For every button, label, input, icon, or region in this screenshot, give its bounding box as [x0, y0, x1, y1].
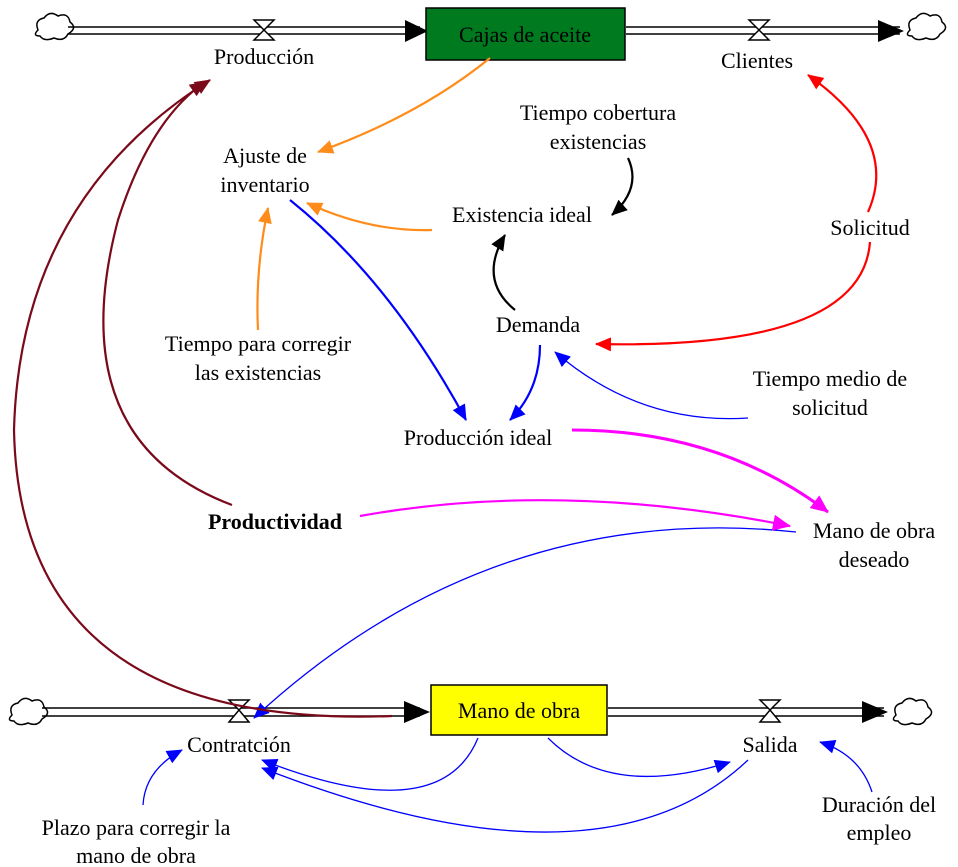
var-coverage-time-line2: existencias — [550, 129, 647, 154]
link-productivity-to-desired-workforce — [359, 499, 791, 531]
flow-clients-label: Clientes — [721, 48, 793, 73]
var-avg-order-time-line1: Tiempo medio de — [753, 366, 907, 391]
flow-exits-label: Salida — [743, 732, 798, 757]
link-workforce-to-hiring — [261, 737, 479, 791]
var-employment-duration-line1: Duración del — [822, 792, 936, 817]
var-avg-order-time-line2: solicitud — [792, 395, 868, 420]
var-desired-workforce-line2: deseado — [839, 547, 910, 572]
var-ideal-production: Producción ideal — [404, 425, 552, 450]
link-adjustment-to-ideal-production — [289, 199, 467, 421]
var-workforce-correction-time-line1: Plazo para corregir la — [42, 815, 231, 840]
bottom-flow-pipe — [8, 697, 933, 726]
link-coverage-time-to-ideal-stock — [611, 157, 634, 216]
link-workforce-to-exits — [547, 737, 731, 778]
var-coverage-time-line1: Tiempo cobertura — [520, 100, 676, 125]
var-correction-time-line2: las existencias — [195, 360, 321, 385]
flow-hiring-label: Contratción — [187, 732, 291, 757]
link-exits-to-hiring — [261, 759, 749, 833]
var-desired-workforce-line1: Mano de obra — [813, 518, 935, 543]
var-inventory-adjustment-line2: inventario — [220, 172, 309, 197]
link-workforce-correction-time-to-hiring — [142, 749, 183, 806]
var-inventory-adjustment-line1: Ajuste de — [223, 143, 307, 168]
var-demand: Demanda — [496, 312, 581, 337]
source-cloud-icon — [34, 12, 75, 41]
link-avg-order-time-to-demand — [554, 351, 749, 420]
stock-oil-boxes-label: Cajas de aceite — [459, 22, 591, 47]
stock-oil-boxes[interactable]: Cajas de aceite — [425, 7, 626, 61]
exits-valve-icon[interactable] — [758, 699, 782, 723]
link-desired-workforce-to-hiring — [253, 527, 797, 719]
hiring-source-cloud-icon — [8, 697, 49, 726]
flow-production-label: Producción — [214, 44, 314, 69]
exits-sink-cloud-icon — [892, 697, 933, 726]
var-productivity: Productividad — [208, 509, 342, 534]
link-demand-to-ideal-stock — [491, 234, 516, 311]
clients-valve-icon[interactable] — [747, 19, 771, 41]
var-employment-duration-line2: empleo — [847, 820, 912, 845]
top-flow-pipe — [34, 12, 947, 42]
link-ideal-stock-to-adjustment — [306, 202, 433, 232]
link-correction-time-to-adjustment — [256, 207, 272, 331]
link-ideal-production-to-desired-workforce — [571, 428, 829, 514]
link-oil-boxes-to-adjustment — [317, 57, 491, 154]
link-workforce-to-production — [12, 79, 393, 718]
link-order-rate-to-clients — [807, 74, 878, 213]
link-productivity-to-production — [102, 81, 233, 507]
var-ideal-stock: Existencia ideal — [452, 202, 592, 227]
stock-workforce-label: Mano de obra — [458, 698, 580, 723]
link-demand-to-ideal-production — [509, 344, 542, 421]
var-correction-time-line1: Tiempo para corregir — [165, 331, 352, 356]
sink-cloud-icon — [906, 12, 947, 41]
production-valve-icon[interactable] — [252, 19, 276, 41]
var-order-rate: Solicitud — [830, 215, 909, 240]
stock-workforce[interactable]: Mano de obra — [430, 684, 608, 736]
link-employment-duration-to-exits — [819, 739, 873, 793]
var-workforce-correction-time-line2: mano de obra — [76, 843, 196, 867]
link-order-rate-to-demand — [595, 241, 872, 352]
